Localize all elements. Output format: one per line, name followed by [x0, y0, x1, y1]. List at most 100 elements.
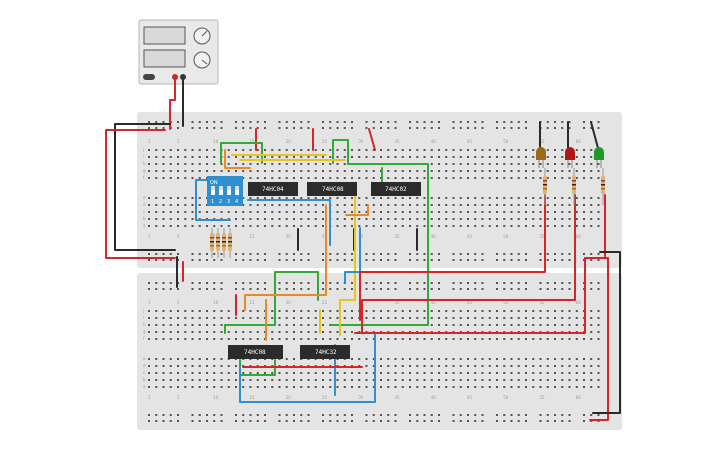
wire-red-out-2[interactable]	[361, 194, 576, 334]
column-number: 15	[250, 300, 256, 305]
psu-negative-terminal[interactable]	[180, 74, 186, 80]
hole	[343, 170, 346, 172]
hole	[496, 365, 498, 367]
hole	[452, 379, 455, 381]
wire-black-led-3[interactable]	[590, 121, 599, 149]
rail-hole	[568, 420, 571, 422]
rail-hole	[148, 259, 150, 261]
hole	[177, 379, 179, 381]
wire-orange-1[interactable]	[224, 149, 251, 169]
resistor-bank[interactable]	[210, 228, 232, 258]
hole	[293, 204, 295, 206]
wire-blue-right-drop[interactable]	[344, 227, 361, 283]
wire-red-out-3[interactable]	[354, 194, 606, 334]
psu-current-display	[143, 49, 186, 68]
hole	[198, 170, 201, 172]
resistor-band	[601, 184, 605, 186]
dip-toggle[interactable]	[235, 186, 239, 195]
hole	[496, 211, 498, 213]
chip-74hc04[interactable]: 74HC04	[248, 182, 298, 196]
dip-toggle[interactable]	[219, 186, 223, 195]
hole	[459, 218, 462, 220]
hole	[256, 386, 259, 388]
wire-red-vcc-3[interactable]	[368, 128, 376, 151]
hole	[430, 204, 433, 206]
hole	[409, 372, 411, 374]
rail-hole	[416, 253, 419, 255]
rail-hole	[561, 127, 564, 129]
hole	[307, 372, 310, 374]
hole	[198, 310, 201, 312]
psu-power-switch[interactable]	[143, 74, 155, 80]
rail-hole	[590, 282, 593, 284]
wire-green-top-span[interactable]	[330, 163, 429, 326]
wire-red-out-1[interactable]	[359, 194, 546, 321]
hole	[517, 324, 520, 326]
wire-blue-bottom-loop[interactable]	[239, 332, 376, 403]
hole	[430, 358, 433, 360]
led[interactable]	[536, 147, 546, 160]
wire-red-right-rail[interactable]	[589, 257, 609, 421]
hole	[532, 149, 535, 151]
hole	[235, 156, 237, 158]
wire-black-right-rail[interactable]	[592, 251, 621, 414]
wire-green-bottom-loop[interactable]	[224, 271, 319, 334]
dip-toggle[interactable]	[227, 186, 231, 195]
hole	[496, 372, 498, 374]
led[interactable]	[594, 147, 604, 160]
hole	[597, 386, 600, 388]
rail-hole	[452, 253, 455, 255]
hole	[358, 338, 361, 340]
wire-green-u2-loop[interactable]	[332, 139, 349, 164]
hole	[401, 170, 404, 172]
rail-hole	[539, 288, 542, 290]
hole	[300, 317, 303, 319]
chip-74hc32[interactable]: 74HC32	[300, 345, 350, 359]
hole	[467, 372, 469, 374]
hole	[474, 163, 477, 165]
hole	[285, 317, 288, 319]
hole	[322, 324, 324, 326]
hole	[322, 170, 324, 172]
led[interactable]	[565, 147, 575, 160]
hole	[525, 163, 527, 165]
hole	[452, 358, 455, 360]
rail-hole	[148, 282, 150, 284]
rail-hole	[336, 282, 339, 284]
hole	[568, 225, 571, 227]
psu-positive-terminal[interactable]	[172, 74, 178, 80]
hole	[184, 386, 187, 388]
hole	[278, 225, 281, 227]
hole	[438, 225, 440, 227]
rail-hole	[372, 414, 375, 416]
hole	[155, 338, 158, 340]
chip-74hc08-top[interactable]: 74HC08	[307, 182, 357, 196]
resistor-band	[543, 188, 547, 190]
wire-black-left-loop[interactable]	[114, 123, 176, 251]
hole	[561, 170, 564, 172]
wire-orange-2[interactable]	[244, 204, 327, 311]
hole	[148, 379, 150, 381]
hole	[394, 177, 397, 179]
hole	[242, 211, 245, 213]
wire-blue-top-drop[interactable]	[247, 199, 331, 246]
wire-green-dip-loop[interactable]	[220, 142, 263, 164]
hole	[546, 324, 549, 326]
hole	[452, 372, 455, 374]
wire-red-psu[interactable]	[169, 79, 176, 130]
hole	[343, 149, 346, 151]
chip-74hc02[interactable]: 74HC02	[371, 182, 421, 196]
wire-yellow-drop[interactable]	[339, 189, 356, 336]
wire-red-left-loop[interactable]	[105, 129, 176, 259]
rail-hole	[191, 127, 194, 129]
dip-toggle[interactable]	[211, 186, 215, 195]
hole	[459, 379, 462, 381]
hole	[336, 338, 339, 340]
hole	[285, 324, 288, 326]
row-letter: a	[143, 223, 146, 228]
wire-orange-3[interactable]	[345, 204, 369, 216]
wire-blue-dip-loop[interactable]	[195, 179, 231, 221]
power-supply[interactable]	[138, 19, 219, 85]
chip-74hc08-bottom[interactable]: 74HC08	[228, 345, 283, 359]
